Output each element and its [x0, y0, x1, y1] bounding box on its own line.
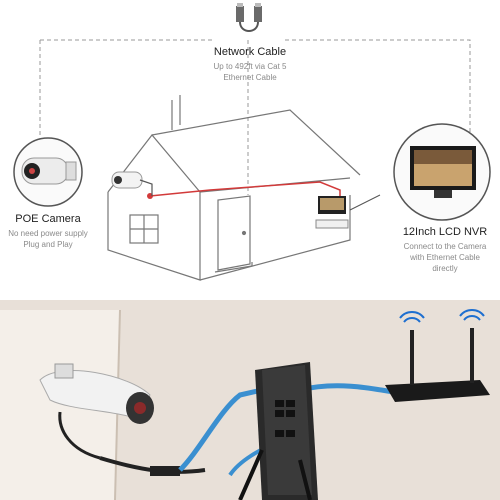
- poe-camera-title: POE Camera: [15, 213, 81, 225]
- house-icon: [107, 95, 361, 281]
- connection-photo: [0, 309, 490, 500]
- nvr-pointer: [349, 194, 381, 211]
- network-cable-desc-2: Ethernet Cable: [223, 73, 277, 82]
- poe-camera-desc-1: No need power supply: [8, 229, 88, 238]
- top-diagram-panel: Network Cable Up to 492ft via Cat 5 Ethe…: [8, 3, 491, 281]
- poe-camera-desc-2: Plug and Play: [23, 240, 73, 249]
- wifi-icon: [399, 309, 485, 323]
- camera-detail-circle: [13, 137, 83, 207]
- camera-icon: [111, 171, 153, 196]
- guide-line-top-right: [285, 39, 471, 145]
- nvr-desc-1: Connect to the Camera: [403, 242, 487, 251]
- nvr-title: 12Inch LCD NVR: [402, 226, 488, 238]
- network-cable-desc-1: Up to 492ft via Cat 5: [213, 62, 287, 71]
- router-icon: [385, 328, 490, 402]
- ethernet-plug-icon: [236, 3, 262, 32]
- nvr-monitor-icon: [238, 362, 318, 500]
- nvr-detail-circle: [393, 123, 491, 221]
- camera-icon: [39, 363, 206, 476]
- red-cable-path: [149, 181, 341, 205]
- bottom-photo-panel: [0, 300, 500, 500]
- nvr-monitor-icon: [315, 196, 349, 229]
- ethernet-cable-camera: [178, 387, 263, 472]
- wall-slab: [0, 310, 120, 500]
- nvr-desc-3: directly: [432, 264, 458, 273]
- house-diagram: [13, 3, 491, 281]
- network-cable-title: Network Cable: [213, 46, 287, 58]
- nvr-desc-2: with Ethernet Cable: [410, 253, 480, 262]
